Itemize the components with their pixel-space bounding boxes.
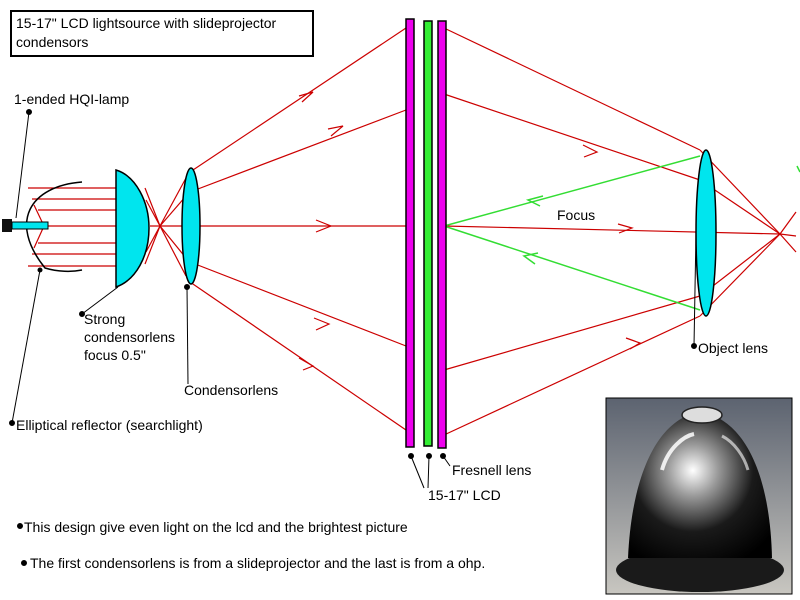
strong-lens-label-3: focus 0.5" bbox=[84, 347, 146, 363]
lcd-label: 15-17" LCD bbox=[428, 487, 501, 503]
reflector-opening-icon bbox=[681, 406, 723, 424]
focus-ray bbox=[443, 225, 701, 311]
leader-dot bbox=[408, 453, 414, 459]
reflector-photo-icon bbox=[616, 548, 784, 592]
ray bbox=[189, 27, 407, 173]
object-lens-icon bbox=[695, 149, 717, 317]
ray bbox=[144, 225, 161, 265]
leader-line bbox=[693, 231, 697, 347]
strong-lens-label-2: condensorlens bbox=[84, 329, 175, 345]
ray bbox=[144, 187, 161, 227]
leader-line bbox=[186, 286, 189, 385]
ray bbox=[159, 225, 187, 259]
object-lens-label: Object lens bbox=[698, 340, 768, 356]
title-frame bbox=[10, 10, 314, 57]
ray bbox=[443, 225, 781, 235]
ray-arrow bbox=[315, 219, 333, 233]
fresnel-lens-plate-icon bbox=[437, 20, 447, 449]
leader-lines bbox=[9, 109, 697, 566]
ray bbox=[189, 281, 407, 431]
ray bbox=[779, 233, 797, 253]
reflector-label: Elliptical reflector (searchlight) bbox=[16, 417, 203, 433]
title-line-2: condensors bbox=[16, 34, 88, 50]
focus-ray bbox=[443, 155, 701, 227]
fresnel-lens-plate-icon bbox=[405, 18, 415, 448]
ray bbox=[145, 199, 161, 227]
lamp-tube-icon bbox=[11, 221, 49, 230]
ray bbox=[159, 177, 187, 227]
ray-arrow bbox=[625, 337, 642, 350]
ray bbox=[779, 233, 797, 237]
ray-arrow bbox=[582, 144, 599, 158]
leader-dot bbox=[691, 343, 697, 349]
note-2: The first condensorlens is from a slidep… bbox=[30, 555, 485, 571]
rays-focus bbox=[443, 155, 800, 311]
note-1: This design give even light on the lcd a… bbox=[24, 519, 408, 535]
strong-lens-label-1: Strong bbox=[84, 311, 125, 327]
leader-dot bbox=[37, 267, 43, 273]
leader-line bbox=[11, 269, 41, 424]
bullet-dot bbox=[17, 523, 23, 529]
rays-middle bbox=[150, 27, 407, 431]
bullet-dot bbox=[21, 560, 27, 566]
ray bbox=[159, 195, 187, 227]
reflector-photo bbox=[605, 397, 793, 595]
fresnel-label: Fresnell lens bbox=[452, 462, 531, 478]
reflector-icon bbox=[26, 181, 83, 273]
leader-dot bbox=[9, 420, 15, 426]
lcd-panel-icon bbox=[423, 20, 433, 447]
ray bbox=[779, 211, 797, 235]
leader-dot bbox=[26, 109, 32, 115]
leader-line bbox=[427, 455, 430, 489]
rays-left bbox=[28, 177, 187, 277]
rays-right bbox=[443, 27, 797, 436]
ray-arrow bbox=[327, 125, 344, 137]
elliptical-reflector bbox=[26, 181, 83, 273]
lcd-stack bbox=[405, 18, 447, 449]
ray-arrow bbox=[313, 317, 331, 331]
lamp-label: 1-ended HQI-lamp bbox=[14, 91, 129, 107]
hqi-lamp bbox=[2, 219, 49, 232]
lamp-socket-icon bbox=[2, 219, 12, 232]
condensor-lens-icon bbox=[181, 167, 201, 285]
ray bbox=[699, 149, 781, 235]
ray-arrow bbox=[617, 223, 634, 234]
highlight-icon bbox=[721, 434, 750, 471]
ray bbox=[443, 27, 701, 151]
leader-line bbox=[410, 455, 425, 489]
ray bbox=[443, 295, 701, 371]
ray bbox=[159, 225, 187, 277]
ray bbox=[33, 225, 45, 249]
title-box: 15-17" LCD lightsource with slideproject… bbox=[10, 10, 314, 57]
ray bbox=[189, 261, 407, 347]
ray bbox=[443, 93, 701, 181]
leader-dot bbox=[440, 453, 446, 459]
highlight-icon bbox=[660, 432, 695, 471]
leader-dot bbox=[79, 311, 85, 317]
leader-dot bbox=[184, 284, 190, 290]
title-line-1: 15-17" LCD lightsource with slideproject… bbox=[16, 15, 277, 31]
focus-label: Focus bbox=[557, 207, 595, 223]
ray bbox=[699, 233, 781, 317]
ray bbox=[443, 315, 701, 436]
focus-ray-arrow bbox=[525, 195, 544, 207]
leader-line bbox=[15, 111, 30, 219]
ray-arrow bbox=[298, 91, 314, 103]
leader-dot bbox=[426, 453, 432, 459]
focus-ray-arrow bbox=[522, 252, 539, 265]
condensor-label: Condensorlens bbox=[184, 382, 278, 398]
strong-condensor-lens-icon bbox=[115, 168, 150, 289]
ray-arrow bbox=[298, 357, 315, 371]
leader-line bbox=[81, 286, 119, 315]
ray bbox=[189, 109, 407, 193]
